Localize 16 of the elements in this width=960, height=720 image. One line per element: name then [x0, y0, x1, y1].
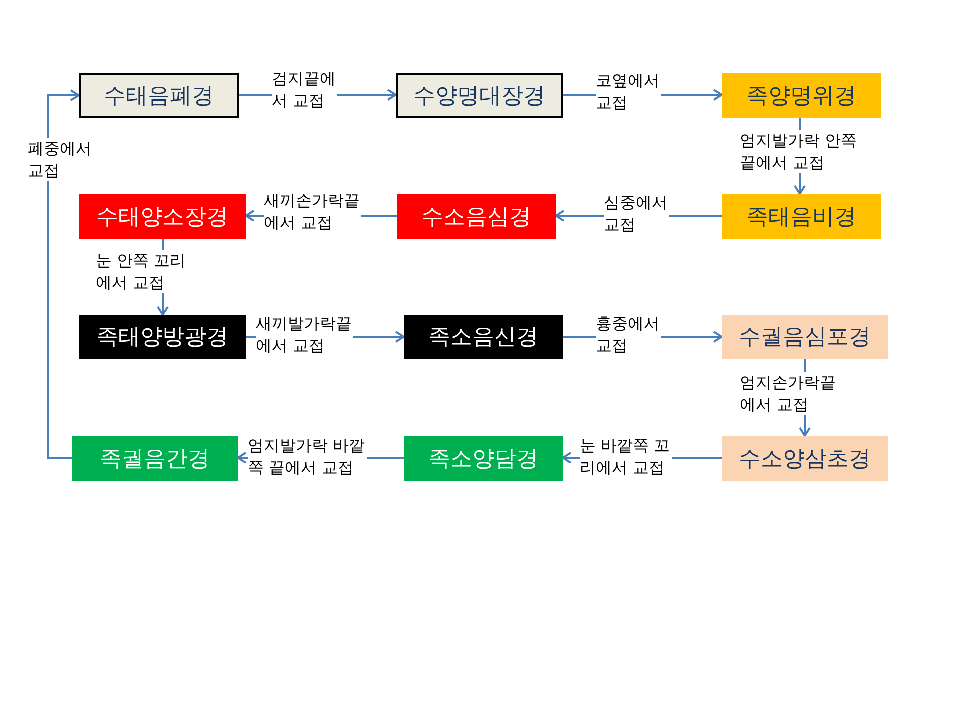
arrow — [47, 90, 80, 460]
process-box: 수양명대장경 — [396, 73, 563, 118]
process-box: 수소양삼초경 — [722, 436, 888, 481]
process-box: 수궐음심포경 — [722, 315, 888, 359]
process-box: 수소음심경 — [397, 194, 556, 239]
edge-label: 엄지손가락끝에서 교접 — [740, 372, 837, 416]
process-box: 족태양방광경 — [79, 315, 246, 359]
process-box: 족궐음간경 — [72, 436, 238, 481]
process-box: 수태양소장경 — [79, 194, 246, 239]
edge-label: 폐중에서 교접 — [28, 138, 93, 182]
process-box: 수태음폐경 — [79, 73, 239, 118]
process-box: 족양명위경 — [722, 73, 881, 118]
process-box: 족소양담경 — [404, 436, 563, 481]
edge-label: 엄지발가락 안쪽 끝에서 교접 — [740, 130, 859, 174]
process-box: 족태음비경 — [722, 194, 881, 239]
process-box: 족소음신경 — [404, 315, 563, 359]
